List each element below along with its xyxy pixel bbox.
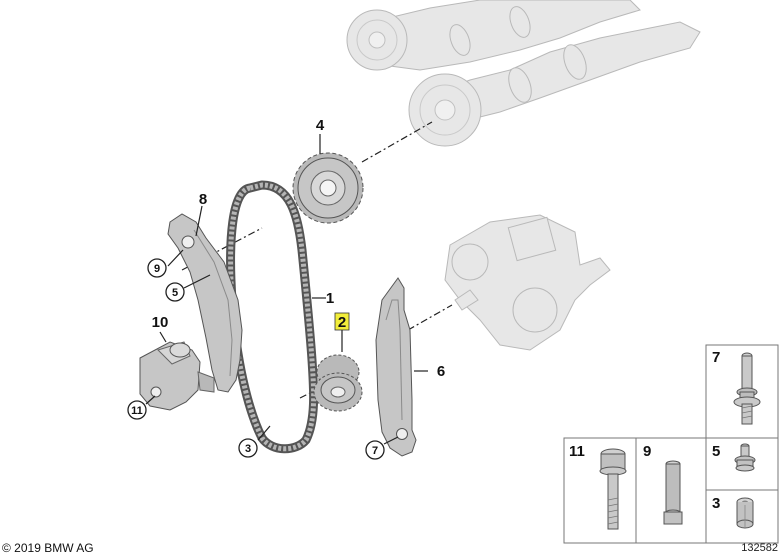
callout-9-circle: 9 [147, 258, 167, 278]
pump-ghost [444, 214, 611, 351]
legend-label-9: 9 [643, 443, 651, 460]
callout-5: 5 [172, 287, 178, 299]
camshafts-ghost [346, 0, 701, 147]
camshaft-alignment-line [361, 121, 433, 163]
callout-11-circle: 11 [127, 400, 147, 420]
callout-2-highlight [334, 312, 350, 331]
copyright-text: © 2019 BMW AG [2, 541, 94, 555]
bolt-5-icon [734, 443, 756, 472]
callout-8: 8 [199, 191, 207, 208]
callout-10: 10 [152, 314, 169, 331]
legend-box-3 [705, 489, 779, 544]
pump-alignment-line [407, 304, 453, 331]
camshaft-sprocket [292, 152, 364, 224]
legend-label-5: 5 [712, 443, 720, 460]
chain-tensioner [139, 341, 215, 411]
bolt-7-icon [733, 352, 761, 425]
leader-8 [195, 205, 203, 237]
callout-3: 3 [245, 443, 251, 455]
crankshaft-sprocket [313, 354, 363, 412]
nut-3-icon [736, 497, 754, 529]
guide-rail [375, 277, 417, 457]
callout-9: 9 [154, 263, 160, 275]
callout-4: 4 [316, 117, 325, 134]
legend-label-7: 7 [712, 349, 720, 366]
callout-2: 2 [338, 314, 346, 331]
leader-10 [159, 331, 167, 343]
leader-3 [257, 425, 271, 441]
diagram-id: 132582 [741, 542, 778, 554]
callout-6: 6 [437, 363, 445, 380]
callout-3-circle: 3 [238, 438, 258, 458]
fastener-legend: 7 11 9 5 3 [563, 344, 779, 544]
leader-5 [183, 274, 211, 289]
callout-7: 7 [372, 445, 378, 457]
leader-11 [145, 395, 156, 405]
tensioning-rail [167, 213, 243, 393]
legend-label-11: 11 [569, 443, 585, 460]
leader-9 [167, 249, 184, 267]
sleeve-9-icon [663, 460, 683, 525]
callout-7-circle: 7 [365, 440, 385, 460]
callout-5-circle: 5 [165, 282, 185, 302]
leader-7 [383, 436, 399, 445]
bolt-11-icon [599, 448, 627, 530]
legend-label-3: 3 [712, 495, 720, 512]
callout-11: 11 [131, 405, 143, 417]
timing-chain [226, 180, 319, 454]
callout-1: 1 [326, 290, 334, 307]
